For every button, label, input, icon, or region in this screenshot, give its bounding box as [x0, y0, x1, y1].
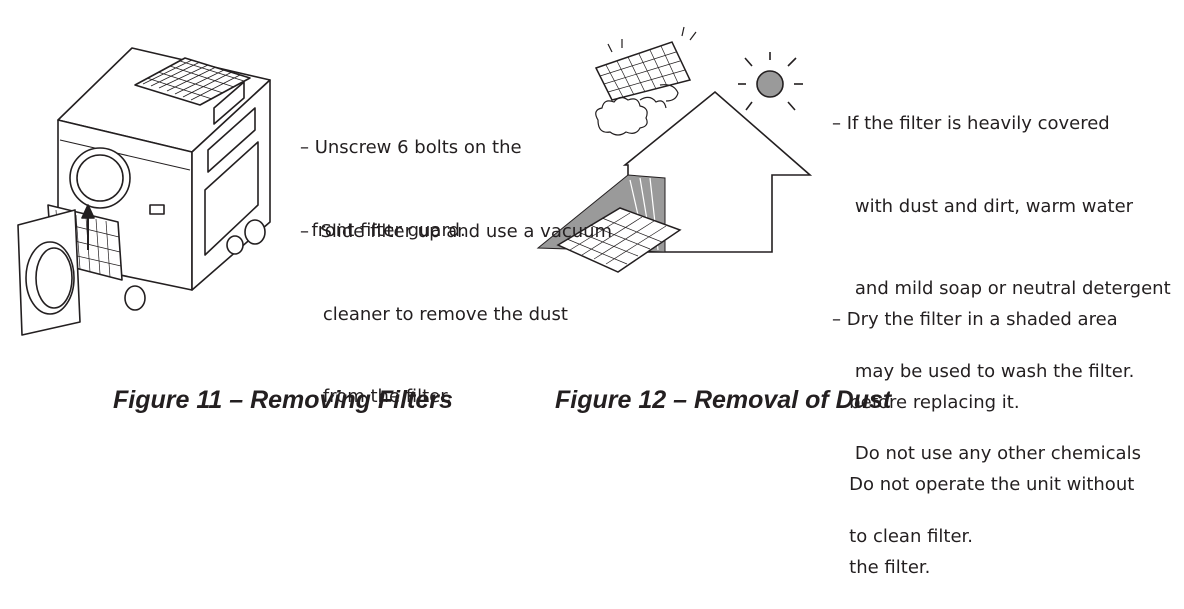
instruction-line: – Slide filter up and use a vacuum [300, 221, 613, 242]
figure-12-illustration [536, 26, 813, 273]
instruction-line: Do not operate the unit without [832, 474, 1135, 495]
instruction-line: from the filter. [300, 386, 452, 407]
instruction-line: before replacing it. [832, 391, 1020, 413]
figure-11-illustration [17, 47, 271, 336]
instruction-line: the filter. [832, 556, 931, 578]
instruction-line: front filter guard. [300, 219, 466, 241]
instruction-line: cleaner to remove the dust [300, 303, 568, 325]
filter-grid-icon [556, 207, 682, 273]
instruction-line: and mild soap or neutral detergent [832, 278, 1171, 299]
figure-12-step-1: – If the filter is heavily covered with … [832, 55, 1171, 578]
instruction-line: with dust and dirt, warm water [832, 195, 1134, 217]
instruction-line: – Dry the filter in a shaded area [832, 309, 1118, 330]
figure-12-caption: Figure 12 – Removal of Dust [555, 386, 892, 414]
filter-grid-icon [594, 41, 692, 101]
instruction-line: – If the filter is heavily covered [832, 113, 1110, 134]
sun-icon [738, 52, 803, 111]
figure-11-step-1: – Unscrew 6 bolts on the front filter gu… [300, 79, 522, 272]
figure-12-step-2: – Dry the filter in a shaded area before… [832, 251, 1134, 609]
instruction-line: may be used to wash the filter. [832, 360, 1135, 382]
figure-11-step-2: – Slide filter up and use a vacuum clean… [300, 163, 612, 438]
dust-cloud-icon [595, 26, 697, 136]
instruction-line: – Unscrew 6 bolts on the [300, 137, 522, 158]
figure-11-caption: Figure 11 – Removing Filters [113, 386, 453, 414]
portable-ac-unit-icon [17, 47, 271, 336]
